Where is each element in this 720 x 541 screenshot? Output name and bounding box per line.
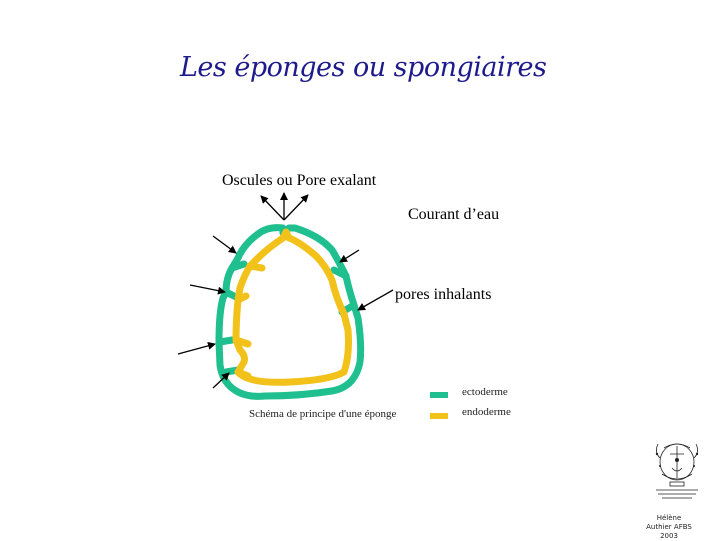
author-credit: Hélène Authier AFBS 2003 (646, 514, 692, 540)
arrow-pore-in-2 (189, 284, 226, 295)
emblem-logo (655, 443, 699, 499)
ectoderm-legend-label: ectoderme (462, 386, 508, 398)
arrow-pore-in-1 (212, 235, 237, 254)
arrow-oscule-left (260, 195, 285, 221)
oscules-label: Oscules ou Pore exalant (222, 172, 377, 189)
diagram-caption: Schéma de principe d'une éponge (249, 408, 397, 420)
flow-arrows (177, 192, 394, 389)
arrow-pore-in-6 (357, 289, 394, 311)
arrow-pore-in-5 (339, 249, 360, 263)
page-title: Les éponges ou spongiaires (180, 52, 547, 83)
endoderm-wall (232, 228, 352, 386)
arrow-pore-in-4 (212, 372, 230, 389)
pores-label: pores inhalants (395, 286, 492, 303)
arrow-oscule-right (283, 194, 309, 221)
courant-label: Courant d’eau (408, 206, 500, 223)
endoderm-legend-label: endoderme (462, 406, 511, 418)
ectoderm-swatch (430, 392, 448, 398)
endoderm-swatch (430, 413, 448, 419)
arrow-pore-in-3 (177, 341, 216, 355)
